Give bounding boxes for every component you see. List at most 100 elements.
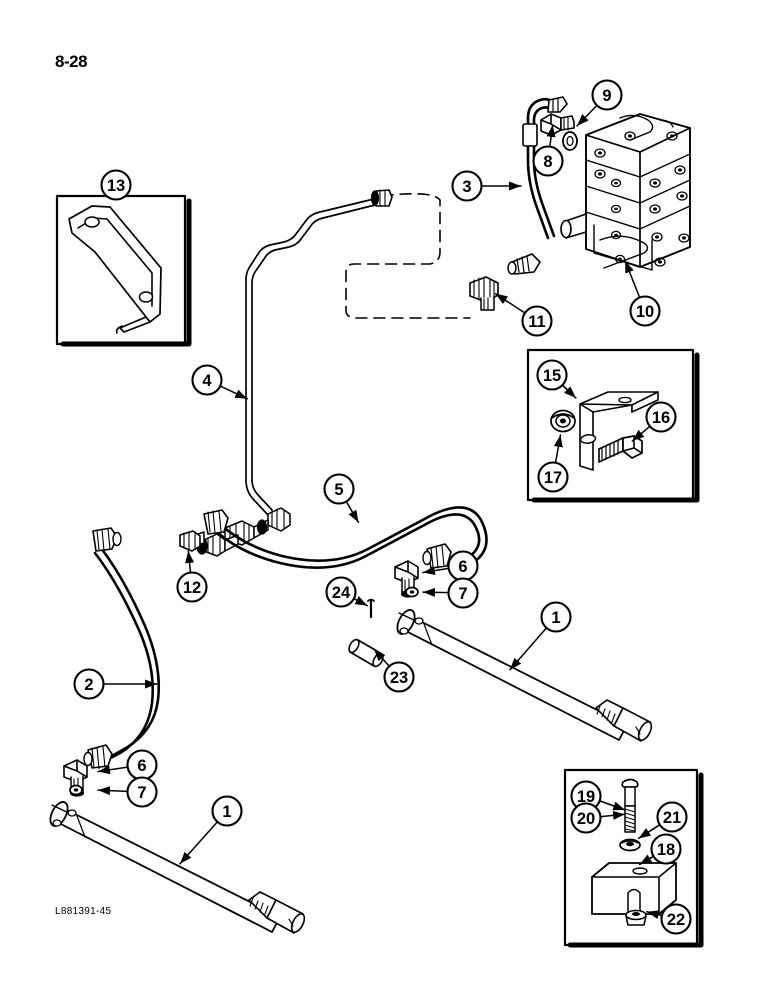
callout-number: 24: [332, 584, 351, 602]
callout-number: 15: [543, 367, 561, 385]
nut-lower-part: [625, 909, 647, 926]
washer-part: [619, 838, 641, 852]
hex-bolt-part: [598, 435, 643, 463]
page-number: 8-28: [55, 52, 88, 71]
callout-8-adapter-fitting[interactable]: 8: [532, 145, 564, 177]
callout-leader-steel-tube-long: [219, 385, 249, 400]
callout-number: 22: [667, 911, 685, 929]
callout-24-cotter-pin[interactable]: 24: [325, 576, 357, 608]
callout-11-tee-fitting[interactable]: 11: [521, 305, 553, 337]
clamp-block-part: [591, 862, 677, 915]
callout-number: 6: [458, 558, 467, 576]
callout-leader-tee-fitting: [494, 292, 526, 314]
callout-circle: [383, 661, 415, 693]
callout-number: 3: [462, 178, 471, 196]
callout-circle: [537, 461, 569, 493]
callout-2-hose-lower-left[interactable]: 2: [73, 668, 105, 700]
callout-leader-elbow-fitting-lower: [97, 765, 129, 775]
o-ring-valve-part: [562, 131, 578, 151]
callout-leader-nut-fitting: [185, 550, 195, 574]
callout-6-elbow-fitting-upper[interactable]: 6: [447, 550, 479, 582]
callout-leader-clamp-block: [638, 854, 655, 866]
callout-circle: [536, 359, 568, 391]
callout-5-hose-upper-right[interactable]: 5: [323, 473, 355, 505]
callout-leader-o-ring-upper: [422, 587, 450, 597]
lock-nut-part: [550, 409, 576, 433]
callout-number: 1: [222, 803, 231, 821]
o-ring-upper-part: [405, 586, 419, 598]
callout-leader-adapter-fitting: [546, 124, 556, 148]
callout-circle: [325, 576, 357, 608]
callout-circle: [126, 776, 158, 808]
callout-number: 2: [84, 676, 93, 694]
callout-18-clamp-block[interactable]: 18: [650, 833, 682, 865]
control-valve-assembly-part: [560, 113, 691, 271]
callout-15-mounting-bracket[interactable]: 15: [536, 359, 568, 391]
mounting-bracket-part: [579, 391, 659, 471]
junction-fittings-part: [184, 507, 291, 557]
callout-number: 13: [107, 177, 125, 195]
callout-12-nut-fitting[interactable]: 12: [176, 571, 208, 603]
hose-upper-right-part: [203, 506, 488, 572]
callout-leader-hex-bolt: [631, 425, 651, 442]
hydraulic-cylinder-upper-part: [396, 609, 653, 742]
callout-21-washer[interactable]: 21: [656, 801, 688, 833]
callout-leader-pivot-pin: [373, 648, 391, 667]
callout-circle: [211, 795, 243, 827]
support-strap-part: [68, 205, 162, 334]
callout-number: 4: [202, 372, 212, 390]
callout-3-hose-to-valve[interactable]: 3: [451, 170, 483, 202]
callout-number: 5: [334, 481, 343, 499]
callout-circle: [521, 305, 553, 337]
callout-circle: [540, 601, 572, 633]
callout-circle: [645, 401, 677, 433]
callout-leader-mounting-bracket: [561, 384, 577, 399]
callout-9-o-ring-valve[interactable]: 9: [591, 79, 623, 111]
o-ring-lower-part: [69, 784, 83, 796]
callout-23-pivot-pin[interactable]: 23: [383, 661, 415, 693]
callout-number: 21: [663, 809, 681, 827]
callout-circle: [660, 903, 692, 935]
bolt-long-part: [621, 778, 639, 833]
callout-circle: [532, 145, 564, 177]
callout-number: 17: [544, 469, 562, 487]
callout-7-o-ring-lower[interactable]: 7: [126, 776, 158, 808]
callout-number: 10: [636, 303, 654, 321]
callout-number: 6: [137, 757, 146, 775]
tee-fitting-part: [469, 276, 499, 311]
phantom-tube-route: [345, 192, 471, 319]
callout-22-nut-lower[interactable]: 22: [660, 903, 692, 935]
callout-1-hydraulic-cylinder-lower[interactable]: 1: [211, 795, 243, 827]
callout-7-o-ring-upper[interactable]: 7: [447, 577, 479, 609]
callout-13-support-strap[interactable]: 13: [100, 169, 132, 201]
callout-number: 8: [543, 153, 552, 171]
callout-20-bolt-alternate[interactable]: 20: [570, 802, 602, 834]
callout-circle: [176, 571, 208, 603]
callout-number: 11: [528, 313, 545, 331]
callout-4-steel-tube-long[interactable]: 4: [191, 364, 223, 396]
callout-leader-nut-lower: [646, 910, 663, 920]
callout-leader-bolt-alternate: [599, 810, 626, 820]
cotter-pin-part: [367, 598, 375, 619]
callout-circle: [650, 833, 682, 865]
callout-1-hydraulic-cylinder-upper[interactable]: 1: [540, 601, 572, 633]
callout-number: 7: [458, 585, 467, 603]
callout-number: 1: [551, 609, 560, 627]
callout-circle: [570, 802, 602, 834]
figure-code: L881391-45: [55, 906, 112, 917]
callout-circle: [191, 364, 223, 396]
callout-circle: [591, 79, 623, 111]
hose-lower-left-part: [83, 527, 161, 770]
callout-6-elbow-fitting-lower[interactable]: 6: [126, 749, 158, 781]
callout-19-bolt-long[interactable]: 19: [570, 780, 602, 812]
callout-circle: [323, 473, 355, 505]
callout-10-control-valve-assembly[interactable]: 10: [629, 295, 661, 327]
callout-leader-lock-nut: [553, 434, 563, 464]
callout-17-lock-nut[interactable]: 17: [537, 461, 569, 493]
callout-leader-o-ring-valve: [576, 104, 598, 127]
hydraulic-cylinder-lower-part: [49, 801, 306, 934]
callout-leader-o-ring-lower: [97, 786, 129, 796]
callout-16-hex-bolt[interactable]: 16: [645, 401, 677, 433]
